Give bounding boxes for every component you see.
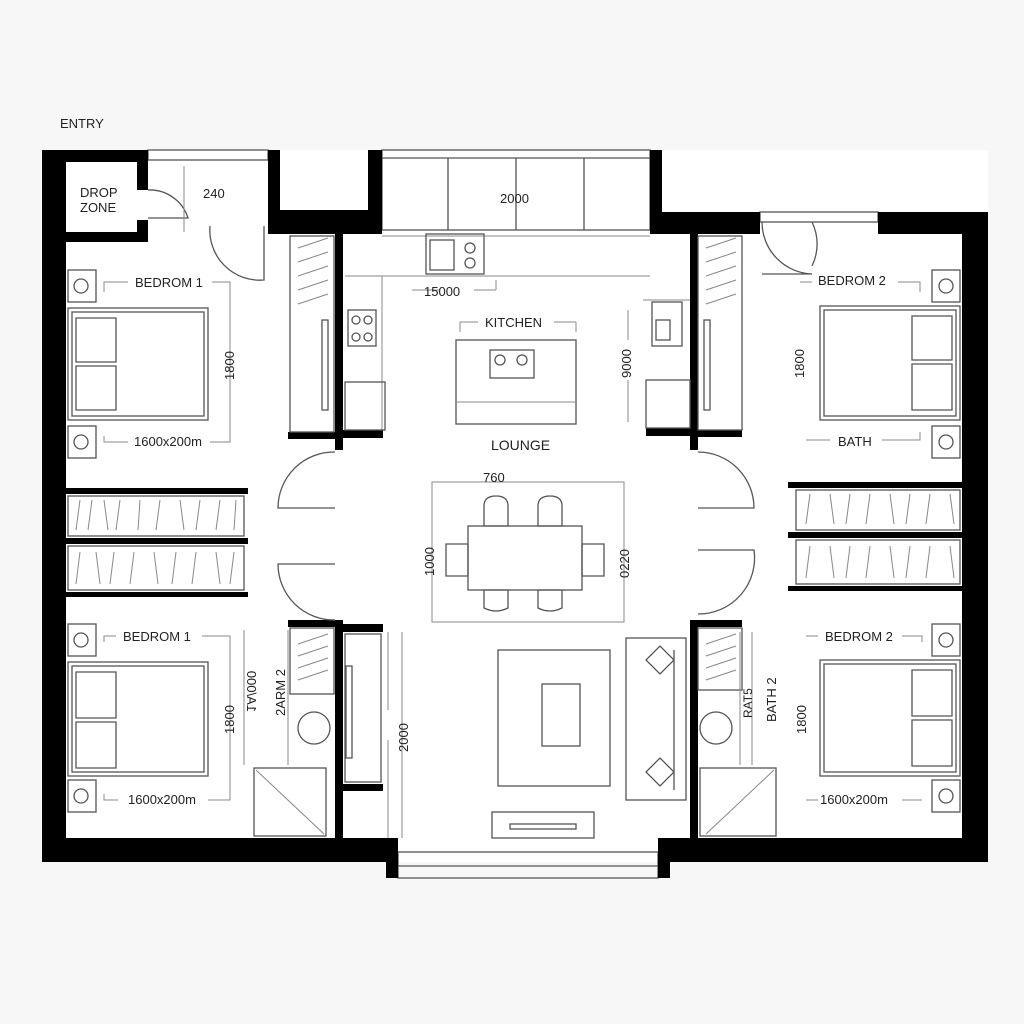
bedroom2-bottom-size: 1600x200m [820,792,888,807]
dim-1000: 1000 [422,547,437,576]
dim-2000-bottom: 2000 [396,723,411,752]
dining-and-lounge [431,481,687,839]
kitchen-label: KITCHEN [485,315,542,330]
bedroom2-bottom-length: 1800 [794,705,809,734]
bath-left-dim: 1A/000 [244,671,259,712]
bedroom2-top-length: 1800 [792,349,807,378]
dim-2000-top: 2000 [500,191,529,206]
wardrobes [67,235,961,783]
bedroom1-bottom-label: BEDROM 1 [123,629,191,644]
entry-label: ENTRY [60,116,104,131]
bath-right-dim: RAT5 [741,688,755,718]
dimension-lines [103,166,923,838]
bedroom1-top-label: BEDROM 1 [135,275,203,290]
bedroom1-bottom-length: 1800 [222,705,237,734]
bedroom2-top-label: BEDROM 2 [818,273,886,288]
bath-right-label: BATH 2 [764,677,779,722]
bath-label: BATH [838,434,872,449]
bedroom2-bottom-label: BEDROM 2 [825,629,893,644]
bedroom1-top-length: 1800 [222,351,237,380]
bedroom1-top-size: 1600x200m [134,434,202,449]
dim-240: 240 [203,186,225,201]
bath-left-label: 2ARM 2 [273,669,288,716]
kitchen-fixtures [344,233,691,431]
dim-15000: 15000 [424,284,460,299]
dim-760: 760 [483,470,505,485]
dim-9000: 9000 [619,349,634,378]
drop-zone-label-2: ZONE [80,200,116,215]
bathrooms [253,711,777,837]
doors [147,189,818,621]
lounge-label: LOUNGE [491,437,550,453]
dim-0220: 0220 [617,549,632,578]
drop-zone-label: DROP [80,185,118,200]
beds [67,269,961,813]
walls [42,150,988,878]
bedroom1-bottom-size: 1600x200m [128,792,196,807]
